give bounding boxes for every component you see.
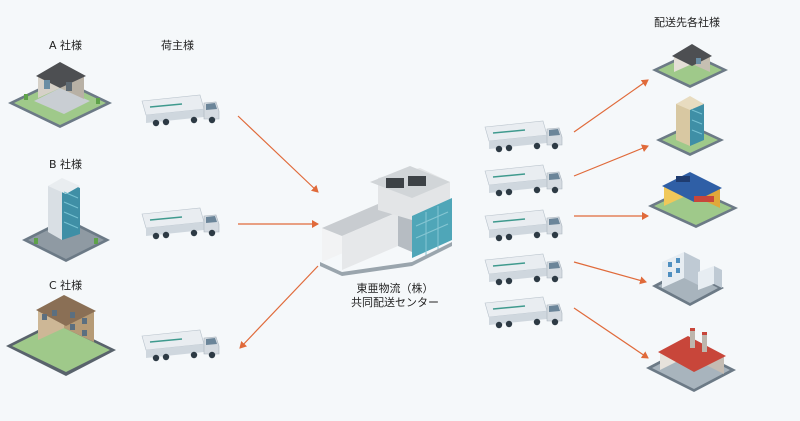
- arrow-to-dest-5: [573, 307, 649, 359]
- center-name-line1: 東亜物流（株）: [356, 282, 434, 295]
- office-building-icon: [656, 96, 724, 156]
- arrow-to-dest-2: [573, 144, 649, 177]
- office-tower-icon: [22, 178, 110, 262]
- truck-icon: [141, 94, 220, 127]
- factory-icon: [646, 328, 736, 392]
- brick-building-icon: [6, 295, 116, 376]
- hospital-icon: [652, 252, 724, 306]
- company-a-label: A 社様: [49, 39, 83, 52]
- truck-icon: [484, 253, 563, 286]
- warehouse-icon: [320, 166, 452, 276]
- company-c-label: C 社様: [49, 279, 83, 292]
- center-name-label: 東亜物流（株） 共同配送センター: [340, 282, 450, 310]
- house-icon: [652, 44, 728, 88]
- arrow-to-dest-1: [573, 79, 649, 133]
- center-name-line2: 共同配送センター: [351, 296, 439, 309]
- truck-icon: [141, 207, 220, 240]
- shipper-label: 荷主様: [161, 39, 194, 52]
- truck-icon: [484, 209, 563, 242]
- shop-icon: [648, 172, 738, 228]
- arrow-center-to-c: [239, 265, 319, 349]
- company-b-label: B 社様: [49, 158, 83, 171]
- house-icon: [8, 62, 112, 128]
- arrow-to-dest-4: [573, 261, 647, 285]
- truck-icon: [484, 164, 563, 197]
- destinations-label: 配送先各社様: [654, 16, 720, 29]
- truck-icon: [141, 329, 220, 362]
- truck-icon: [484, 296, 563, 329]
- truck-icon: [484, 120, 563, 153]
- arrow-a-to-center: [237, 115, 319, 193]
